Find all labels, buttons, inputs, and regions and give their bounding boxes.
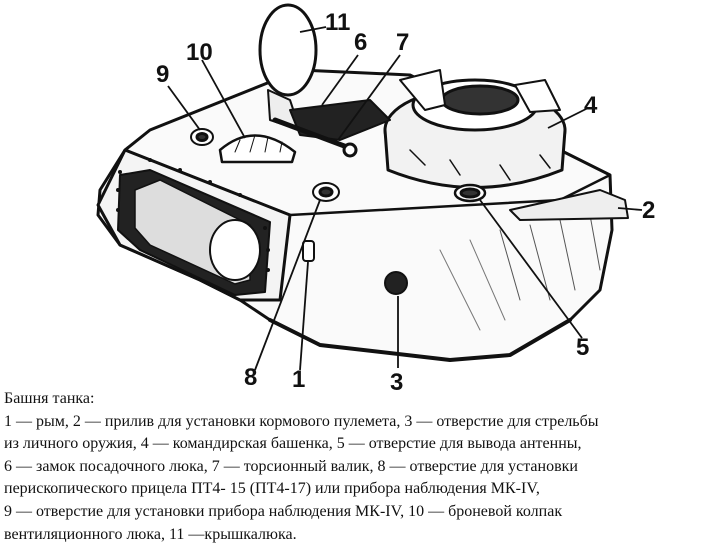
tank-turret-drawing: 11 10 6 7 9 4 2 5 8 1 3 — [96, 3, 655, 390]
caption-line: перископического прицела ПТ4- 15 (ПТ4-17… — [4, 480, 540, 498]
label-8: 8 — [244, 364, 257, 390]
torsion-shaft — [272, 117, 358, 153]
label-10: 10 — [186, 39, 213, 66]
caption-line: 6 — замок посадочного люка, 7 — торсионн… — [4, 457, 578, 475]
label-3: 3 — [390, 369, 403, 390]
caption-line: из личного оружия, 4 — командирская баше… — [4, 435, 582, 453]
label-11: 11 — [325, 9, 350, 36]
label-9: 9 — [156, 61, 169, 88]
hatch-cover — [258, 3, 318, 97]
figure-caption: Башня танка: 1 — рым, 2 — прилив для уст… — [4, 388, 698, 546]
pistol-port — [384, 271, 408, 295]
label-1: 1 — [292, 366, 305, 390]
lifting-eye — [302, 240, 315, 262]
caption-line: вентиляционного люка, 11 —крышкалюка. — [4, 525, 297, 543]
label-5: 5 — [576, 334, 589, 361]
caption-line: 9 — отверстие для установки прибора набл… — [4, 502, 563, 520]
label-7: 7 — [396, 29, 409, 56]
label-4: 4 — [584, 92, 598, 119]
label-2: 2 — [642, 197, 655, 224]
caption-title: Башня танка: — [4, 390, 95, 407]
label-6: 6 — [354, 29, 367, 56]
caption-line: 1 — рым, 2 — прилив для установки кормов… — [4, 412, 599, 430]
